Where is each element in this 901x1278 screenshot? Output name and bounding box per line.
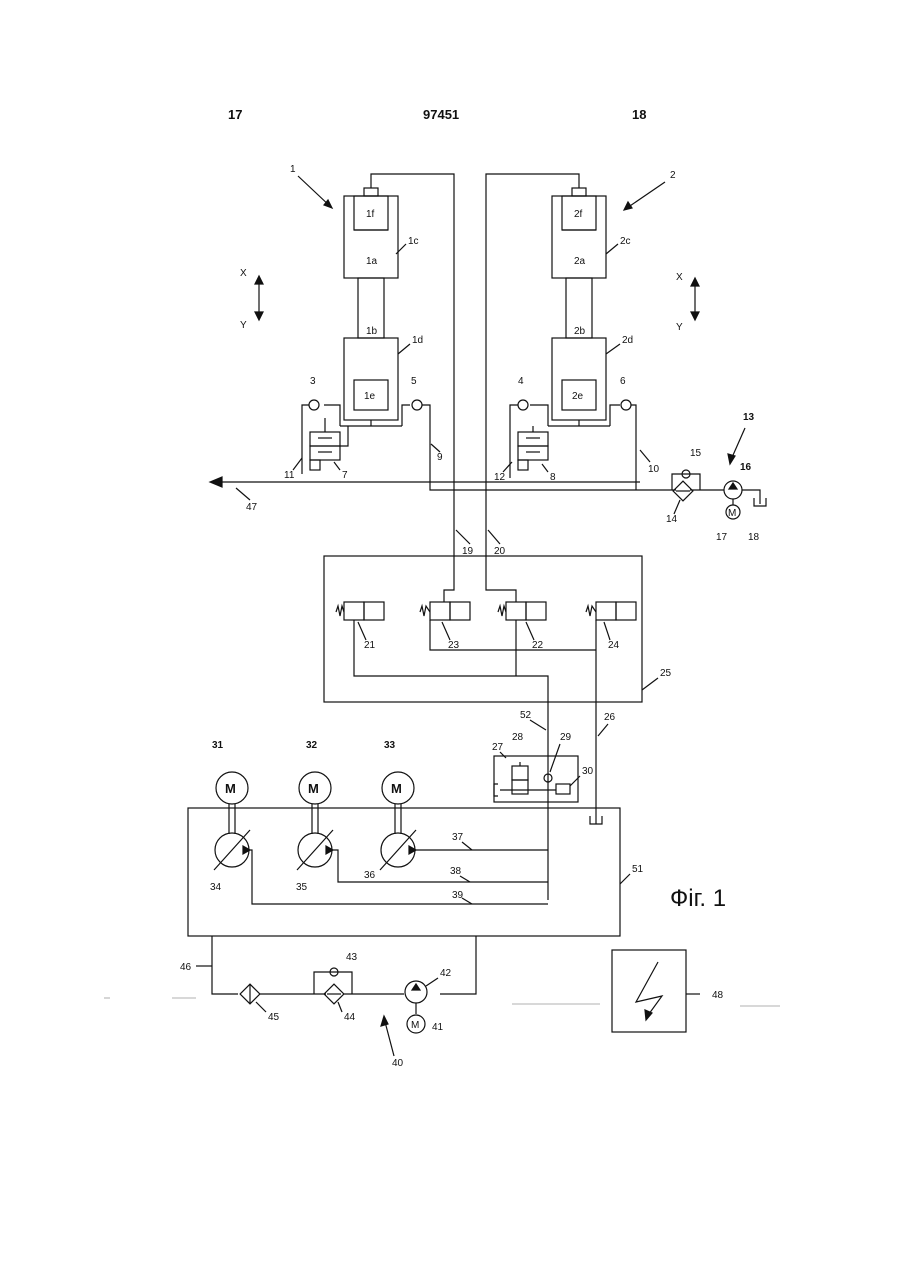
- label-32: 32: [306, 740, 318, 751]
- valve-21: [336, 602, 384, 620]
- label-unit-1: 1: [290, 164, 296, 175]
- label-7: 7: [342, 470, 348, 481]
- motor-17-symbol: M: [728, 508, 736, 519]
- valve-group-27: [494, 756, 578, 802]
- label-9: 9: [437, 452, 443, 463]
- header-right-page: 18: [632, 107, 646, 122]
- label-18: 18: [748, 532, 760, 543]
- pump-34: [214, 830, 250, 870]
- label-24: 24: [608, 640, 620, 651]
- motor-32-symbol: M: [308, 781, 319, 796]
- label-2c: 2c: [620, 236, 631, 247]
- motor-33-symbol: M: [391, 781, 402, 796]
- valve-22: [498, 602, 546, 620]
- valve-block-25: [324, 556, 642, 702]
- label-16: 16: [740, 462, 752, 473]
- label-27: 27: [492, 742, 504, 753]
- label-10: 10: [648, 464, 660, 475]
- axis-y-right: Y: [676, 322, 683, 333]
- label-44: 44: [344, 1012, 356, 1023]
- label-8: 8: [550, 472, 556, 483]
- label-23: 23: [448, 640, 460, 651]
- label-22: 22: [532, 640, 544, 651]
- label-12: 12: [494, 472, 506, 483]
- figure-caption: Фіг. 1: [670, 885, 726, 912]
- label-51: 51: [632, 864, 644, 875]
- label-46: 46: [180, 962, 192, 973]
- label-33: 33: [384, 740, 396, 751]
- label-14: 14: [666, 514, 678, 525]
- label-2f: 2f: [574, 209, 583, 220]
- arrow-47: [210, 477, 222, 487]
- label-34: 34: [210, 882, 222, 893]
- axis-x-right: X: [676, 272, 683, 283]
- label-unit-2: 2: [670, 170, 676, 181]
- valve-28: [512, 762, 528, 794]
- label-19: 19: [462, 546, 474, 557]
- label-41: 41: [432, 1022, 444, 1033]
- label-1e: 1e: [364, 391, 376, 402]
- check-valve-4: [518, 400, 528, 410]
- relief-valve-30: [556, 784, 570, 794]
- label-2e: 2e: [572, 391, 584, 402]
- label-5: 5: [411, 376, 417, 387]
- motor-41-symbol: M: [411, 1020, 419, 1031]
- valve-24: [586, 602, 636, 620]
- pump-36: [380, 830, 416, 870]
- label-43: 43: [346, 952, 358, 963]
- pump-block-51: [188, 808, 620, 936]
- label-2d: 2d: [622, 335, 633, 346]
- label-38: 38: [450, 866, 462, 877]
- label-1f: 1f: [366, 209, 375, 220]
- label-25: 25: [660, 668, 672, 679]
- label-47: 47: [246, 502, 258, 513]
- label-52: 52: [520, 710, 532, 721]
- check-valve-6: [621, 400, 631, 410]
- header-left-page: 17: [228, 107, 242, 122]
- label-40: 40: [392, 1058, 404, 1069]
- label-2a: 2a: [574, 256, 586, 267]
- header-doc-number: 97451: [423, 107, 459, 122]
- label-6: 6: [620, 376, 626, 387]
- label-35: 35: [296, 882, 308, 893]
- label-13: 13: [743, 412, 755, 423]
- label-42: 42: [440, 968, 452, 979]
- label-2b: 2b: [574, 326, 586, 337]
- label-20: 20: [494, 546, 506, 557]
- label-39: 39: [452, 890, 464, 901]
- label-21: 21: [364, 640, 376, 651]
- label-1a: 1a: [366, 256, 378, 267]
- label-1b: 1b: [366, 326, 378, 337]
- scan-artifact-lines: [104, 998, 780, 1006]
- motor-31-symbol: M: [225, 781, 236, 796]
- label-48: 48: [712, 990, 724, 1001]
- label-37: 37: [452, 832, 464, 843]
- label-1d: 1d: [412, 335, 423, 346]
- label-15: 15: [690, 448, 702, 459]
- check-valve-3: [309, 400, 319, 410]
- label-29: 29: [560, 732, 572, 743]
- label-30: 30: [582, 766, 594, 777]
- power-supply-48: [612, 950, 686, 1032]
- label-28: 28: [512, 732, 524, 743]
- label-11: 11: [284, 470, 295, 481]
- pump-35: [297, 830, 333, 870]
- label-31: 31: [212, 740, 224, 751]
- label-36: 36: [364, 870, 376, 881]
- label-45: 45: [268, 1012, 280, 1023]
- valve-23: [420, 602, 470, 620]
- label-17: 17: [716, 532, 728, 543]
- label-1c: 1c: [408, 236, 419, 247]
- label-3: 3: [310, 376, 316, 387]
- label-26: 26: [604, 712, 616, 723]
- check-valve-5: [412, 400, 422, 410]
- axis-y-left: Y: [240, 320, 247, 331]
- axis-x-left: X: [240, 268, 247, 279]
- solenoid-valve-8: [518, 426, 548, 470]
- label-4: 4: [518, 376, 524, 387]
